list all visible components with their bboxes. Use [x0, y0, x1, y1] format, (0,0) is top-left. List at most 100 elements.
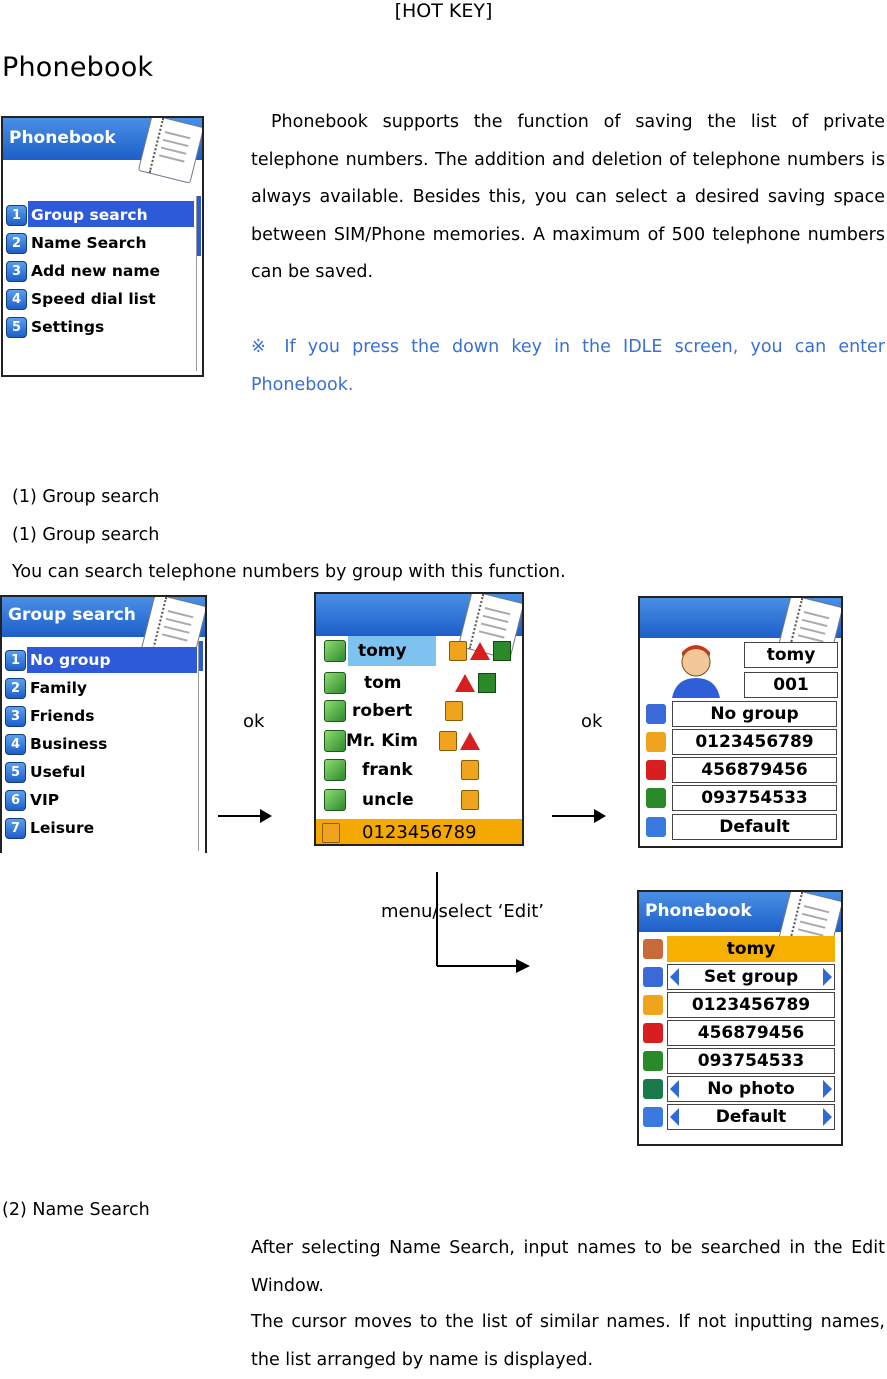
group-search-title: Group search [8, 605, 136, 625]
contacts-list-screen: tomy tom robert Mr. Kim frank uncle 0123… [314, 592, 524, 846]
mobile-field[interactable]: 0123456789 [672, 729, 837, 755]
phonebook-screen-title: Phonebook [9, 128, 116, 148]
ringtone-selector[interactable]: Default [667, 1104, 835, 1130]
group-item-label: Leisure [30, 819, 95, 837]
intro-note: ※ If you press the down key in the IDLE … [251, 337, 885, 395]
office-icon [643, 1051, 663, 1071]
office-icon [646, 788, 666, 808]
contact-icon [324, 759, 346, 781]
set-group-label: Set group [703, 967, 799, 987]
right-arrow-icon[interactable] [823, 1108, 832, 1126]
ringtone-label: Default [715, 1107, 787, 1127]
selection-highlight [27, 647, 197, 673]
home-icon [646, 760, 666, 780]
contact-row[interactable]: frank [324, 756, 479, 784]
office-icon [493, 641, 511, 661]
speaker-icon [646, 817, 666, 837]
speaker-icon [643, 1107, 663, 1127]
contact-name: uncle [362, 790, 414, 810]
notebook-icon [137, 118, 202, 184]
scrollbar[interactable] [196, 196, 201, 371]
contact-icon [324, 700, 346, 722]
contact-row[interactable]: Mr. Kim [324, 727, 480, 755]
contact-row[interactable]: robert [324, 697, 463, 725]
photo-selector[interactable]: No photo [667, 1076, 835, 1102]
name-field[interactable]: tomy [744, 642, 838, 668]
home-icon [470, 642, 490, 660]
mobile-icon [445, 701, 463, 721]
office-field[interactable]: 093754533 [667, 1048, 835, 1074]
number-4-icon: 4 [5, 733, 26, 755]
contact-detail-screen: tomy 001 No group 0123456789 456879456 0… [638, 596, 843, 848]
person-avatar-icon [672, 645, 720, 698]
number-5-icon: 5 [6, 316, 27, 338]
left-arrow-icon[interactable] [670, 1108, 679, 1126]
right-arrow-icon[interactable] [823, 968, 832, 986]
office-field[interactable]: 093754533 [672, 785, 837, 811]
menu-item-label: Settings [31, 318, 105, 336]
mobile-icon [643, 995, 663, 1015]
edit-contact-screen: Phonebook tomy Set group 0123456789 4568… [637, 890, 843, 1146]
mobile-icon [461, 760, 479, 780]
scrollbar-thumb[interactable] [196, 196, 201, 256]
section1-description: You can search telephone numbers by grou… [12, 562, 566, 582]
number-3-icon: 3 [5, 705, 26, 727]
home-field[interactable]: 456879456 [672, 757, 837, 783]
contact-row[interactable]: tomy [324, 637, 511, 665]
arrow-right-icon [218, 809, 272, 823]
photo-icon [643, 1079, 663, 1099]
number-6-icon: 6 [5, 789, 26, 811]
photo-label: No photo [707, 1079, 795, 1099]
mobile-field[interactable]: 0123456789 [667, 992, 835, 1018]
number-1-icon: 1 [6, 204, 27, 226]
contact-row[interactable]: uncle [324, 786, 479, 814]
group-item-label: VIP [30, 791, 60, 809]
number-7-icon: 7 [5, 817, 26, 839]
home-icon [455, 674, 475, 692]
scrollbar-thumb[interactable] [198, 641, 203, 671]
left-arrow-icon[interactable] [670, 968, 679, 986]
right-arrow-icon[interactable] [823, 1080, 832, 1098]
mobile-icon [461, 790, 479, 810]
mobile-icon [449, 641, 467, 661]
home-field[interactable]: 456879456 [667, 1020, 835, 1046]
edit-contact-title: Phonebook [645, 901, 752, 921]
home-icon [460, 732, 480, 750]
number-3-icon: 3 [6, 260, 27, 282]
menu-item-label: Add new name [31, 262, 161, 280]
arrow-right-icon [552, 809, 606, 823]
name-field[interactable]: tomy [667, 936, 835, 962]
id-field[interactable]: 001 [744, 672, 838, 698]
section2-line2: The cursor moves to the list of similar … [251, 1312, 885, 1370]
menu-item-label: Group search [31, 206, 148, 224]
section1-heading: (1) Group search [12, 487, 160, 507]
person-icon [643, 939, 663, 959]
scrollbar[interactable] [198, 641, 203, 851]
number-4-icon: 4 [6, 288, 27, 310]
mobile-icon [439, 731, 457, 751]
group-field[interactable]: No group [672, 701, 837, 727]
left-arrow-icon[interactable] [670, 1080, 679, 1098]
selection-highlight [28, 201, 194, 227]
set-group-selector[interactable]: Set group [667, 964, 835, 990]
home-icon [643, 1023, 663, 1043]
contact-name: frank [362, 760, 413, 780]
section1-heading-repeat: (1) Group search [12, 525, 160, 545]
ringtone-field[interactable]: Default [672, 814, 837, 840]
section2-heading: (2) Name Search [2, 1200, 150, 1220]
contact-row[interactable]: tom [324, 669, 496, 697]
